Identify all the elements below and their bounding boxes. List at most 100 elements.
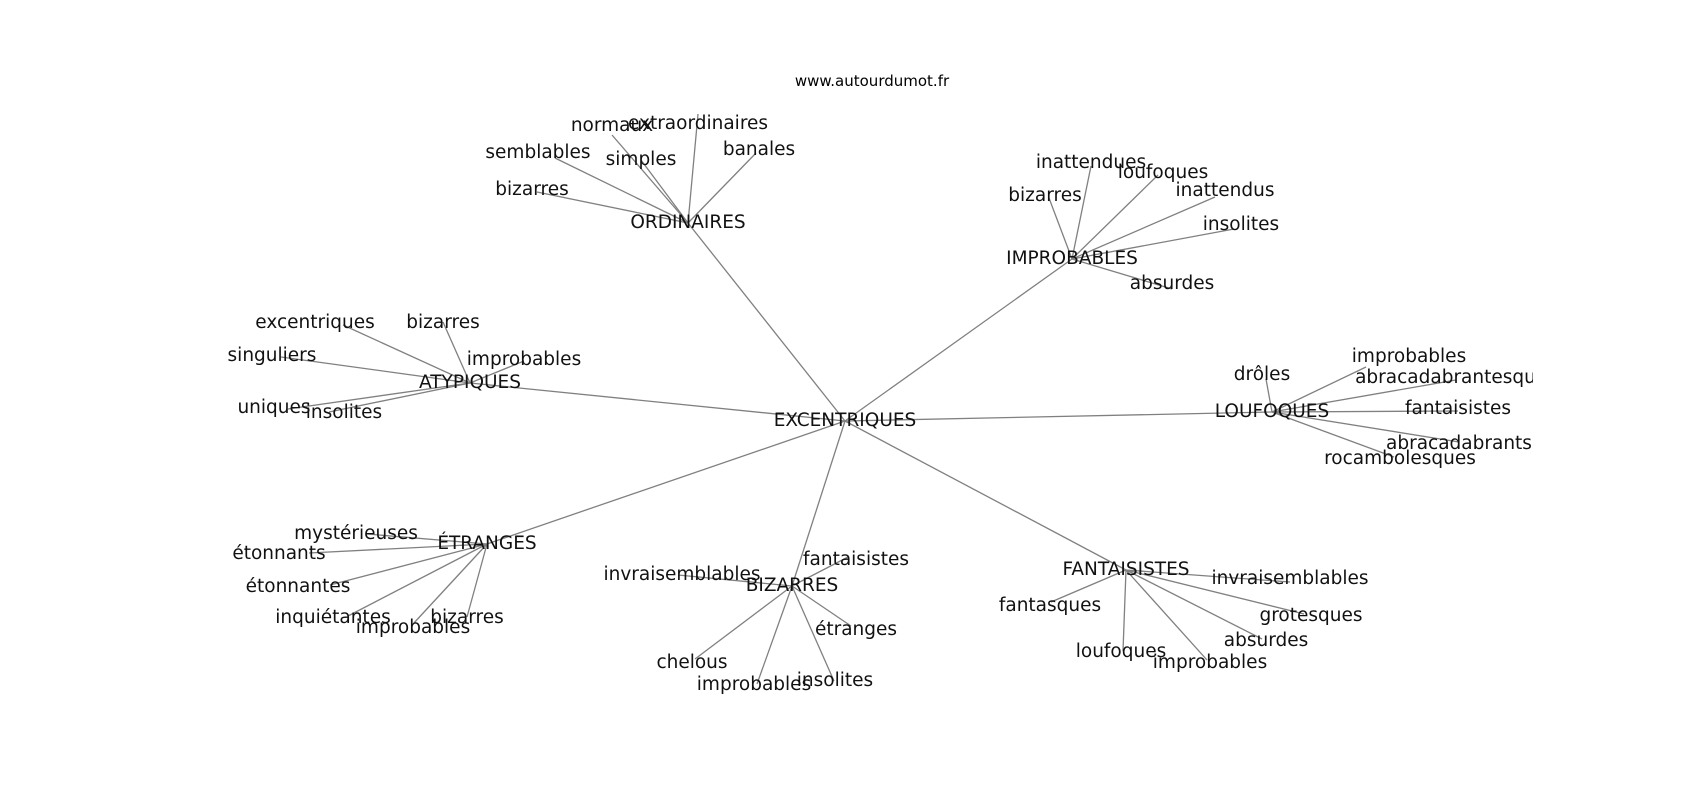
leaf-word: rocambolesques — [1324, 448, 1476, 469]
leaf-word: étonnantes — [246, 576, 351, 597]
edge-3-2 — [1271, 379, 1457, 413]
leaf-word: fantaisistes — [1405, 398, 1511, 419]
leaf-word: insolites — [797, 670, 873, 691]
leaf-word: improbables — [1352, 346, 1466, 367]
edge-3-1 — [1265, 378, 1273, 413]
edge-4-3 — [347, 543, 488, 617]
edge-6-4 — [1122, 569, 1127, 652]
edge-4-1 — [308, 543, 488, 554]
group-node: ORDINAIRES — [630, 212, 745, 233]
edge-6-2 — [1125, 569, 1305, 615]
leaf-word: invraisemblables — [1211, 568, 1368, 589]
edge-6-5 — [1125, 569, 1208, 661]
group-node: IMPROBABLES — [1006, 248, 1138, 269]
center-node: EXCENTRIQUES — [774, 410, 917, 431]
group-node: ATYPIQUES — [419, 372, 521, 393]
edge-center-2 — [469, 382, 846, 422]
edge-1-4 — [1071, 228, 1235, 260]
edge-1-2 — [1048, 197, 1073, 260]
edge-0-3 — [640, 159, 689, 224]
edge-center-5 — [791, 420, 846, 587]
leaf-word: abracadabrantesques — [1355, 367, 1557, 388]
graph-edges — [280, 113, 1460, 685]
leaf-word: normaux — [571, 115, 653, 136]
edge-1-3 — [1071, 196, 1216, 260]
edge-1-5 — [1071, 258, 1173, 290]
edge-center-0 — [687, 222, 846, 422]
leaf-word: inattendues — [1036, 152, 1146, 173]
leaf-word: simples — [606, 149, 677, 170]
leaf-word: singuliers — [228, 345, 317, 366]
edge-5-1 — [677, 574, 793, 587]
leaf-word: insolites — [1203, 214, 1279, 235]
leaf-word: fantasques — [999, 595, 1101, 616]
leaf-word: fantaisistes — [803, 549, 909, 570]
edge-6-1 — [1050, 569, 1127, 603]
leaf-word: grotesques — [1259, 605, 1362, 626]
group-node: LOUFOQUES — [1215, 401, 1330, 422]
leaf-word: excentriques — [255, 312, 374, 333]
leaf-word: uniques — [237, 397, 310, 418]
edge-3-3 — [1271, 410, 1459, 413]
leaf-word: inattendus — [1176, 180, 1275, 201]
leaf-word: inquiétantes — [275, 607, 390, 628]
edge-2-2 — [280, 356, 471, 384]
leaf-word: invraisemblables — [603, 564, 760, 585]
leaf-word: chelous — [656, 652, 727, 673]
leaf-word: absurdes — [1224, 630, 1309, 651]
edge-3-4 — [1271, 411, 1460, 443]
edge-5-3 — [694, 585, 793, 660]
edge-2-5 — [328, 382, 471, 413]
edge-3-0 — [1271, 366, 1367, 413]
edge-2-0 — [342, 324, 471, 384]
leaf-word: bizarres — [430, 607, 503, 628]
leaf-word: extraordinaires — [628, 113, 768, 134]
edge-4-2 — [329, 543, 488, 586]
group-node: FANTAISISTES — [1062, 559, 1189, 580]
edge-5-2 — [791, 585, 852, 627]
edge-3-5 — [1271, 411, 1395, 458]
leaf-word: bizarres — [495, 179, 568, 200]
leaf-word: bizarres — [1008, 185, 1081, 206]
leaf-word: abracadabrants — [1386, 433, 1532, 454]
edge-0-1 — [687, 113, 699, 224]
edge-1-0 — [1071, 165, 1092, 260]
leaf-word: improbables — [1153, 652, 1267, 673]
edge-center-1 — [844, 258, 1073, 422]
leaf-word: absurdes — [1130, 273, 1215, 294]
leaf-word: loufoques — [1076, 641, 1167, 662]
leaf-word: banales — [723, 139, 795, 160]
edge-0-0 — [611, 134, 689, 224]
leaf-word: insolites — [306, 402, 382, 423]
edge-1-1 — [1071, 174, 1159, 260]
edge-5-5 — [791, 585, 835, 682]
edge-5-4 — [756, 585, 793, 685]
edge-2-1 — [442, 321, 471, 384]
leaf-word: improbables — [697, 674, 811, 695]
edge-4-5 — [466, 543, 488, 618]
edge-6-3 — [1125, 569, 1263, 640]
edge-6-0 — [1125, 569, 1291, 583]
leaf-word: loufoques — [1118, 162, 1209, 183]
leaf-word: improbables — [467, 349, 581, 370]
edge-0-4 — [687, 152, 757, 224]
edge-center-3 — [844, 411, 1273, 422]
edge-5-0 — [791, 556, 849, 587]
edge-4-4 — [412, 543, 488, 625]
edge-center-6 — [844, 420, 1127, 571]
edge-0-5 — [536, 191, 689, 224]
leaf-word: improbables — [356, 617, 470, 638]
leaf-word: bizarres — [406, 312, 479, 333]
edge-2-4 — [287, 382, 471, 410]
edge-4-0 — [366, 533, 488, 545]
site-url: www.autourdumot.fr — [794, 72, 950, 90]
group-node: ÉTRANGES — [437, 532, 536, 554]
leaf-word: mystérieuses — [294, 523, 418, 544]
edge-2-3 — [469, 360, 525, 384]
edge-center-4 — [486, 420, 846, 545]
edge-0-2 — [554, 157, 689, 224]
leaf-word: drôles — [1234, 364, 1290, 385]
leaf-word: semblables — [485, 142, 590, 163]
